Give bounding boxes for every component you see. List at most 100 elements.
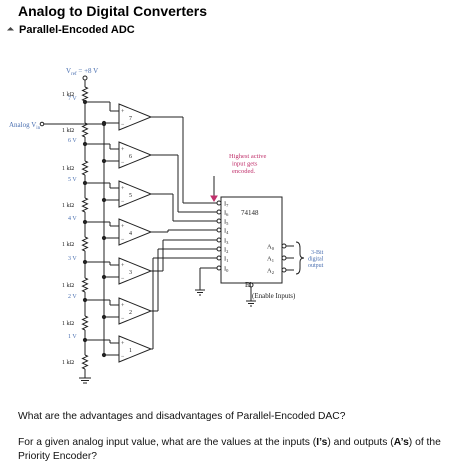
question-2-outputs: A’s <box>393 437 409 448</box>
comparator-plus: + <box>121 109 125 115</box>
chip-output-label: A2 <box>267 268 274 276</box>
comparator <box>118 180 153 208</box>
tap-voltage: 6 V <box>68 138 77 144</box>
input-pin-bubble <box>216 218 222 224</box>
tap-voltage: 1 V <box>68 334 77 340</box>
comparator-minus: − <box>121 276 125 282</box>
resistor-label: 1 kΩ <box>62 283 75 289</box>
resistor <box>81 160 89 176</box>
comparator <box>118 103 153 131</box>
tap-voltage: 5 V <box>68 177 77 183</box>
junction-dot <box>82 219 88 225</box>
junction-dot <box>82 180 88 186</box>
question-1: What are the advantages and disadvantage… <box>18 411 346 422</box>
comparator-number: 4 <box>129 231 132 237</box>
junction-dot <box>82 99 88 105</box>
resistor-label: 1 kΩ <box>62 128 75 134</box>
input-pin-bubble <box>216 246 222 252</box>
chip-input-label: I2 <box>224 247 228 255</box>
chip-input-label: I1 <box>224 256 228 264</box>
resistor <box>81 315 89 331</box>
input-pin-bubble <box>216 200 222 206</box>
section-heading[interactable]: Parallel-Encoded ADC <box>6 24 135 36</box>
comparator-number: 5 <box>129 193 132 199</box>
resistor-label: 1 kΩ <box>62 92 75 98</box>
chip-input-label: I3 <box>224 238 229 246</box>
comparator-minus: − <box>121 199 125 205</box>
junction-dot <box>101 197 107 203</box>
vref-label: Vref = +8 V <box>66 67 98 77</box>
input-pin-bubble <box>216 237 222 243</box>
chip-input-label: I5 <box>224 219 229 227</box>
output-brace <box>295 241 305 275</box>
comparator <box>118 218 153 246</box>
resistor <box>81 197 89 213</box>
resistor-label: 1 kΩ <box>62 321 75 327</box>
resistor <box>81 354 89 370</box>
question-2-part: For a given analog input value, what are… <box>18 437 317 448</box>
input-pin-bubble <box>216 209 222 215</box>
junction-dot <box>101 120 107 126</box>
comparator-plus: + <box>121 341 125 347</box>
resistor <box>81 236 89 252</box>
junction-dot <box>82 141 88 147</box>
junction-dot <box>82 259 88 265</box>
input-pin-bubble <box>216 227 222 233</box>
tap-voltage: 4 V <box>68 216 77 222</box>
annotation-arrowhead <box>210 195 218 202</box>
junction-dot <box>101 158 107 164</box>
chip-input-label: I4 <box>224 228 229 236</box>
comparator-number: 1 <box>129 348 132 354</box>
output-note: 3-Bit digital output <box>308 250 325 269</box>
highest-active-note: Highest active input gets encoded. <box>229 153 268 175</box>
enable-inputs-label: (Enable Inputs) <box>252 292 296 300</box>
chip-output-label: A0 <box>267 244 275 252</box>
junction-dot <box>101 314 107 320</box>
enable-pin-label: EI <box>245 281 252 289</box>
comparator <box>118 297 153 325</box>
input-pin-bubble <box>216 255 222 261</box>
chip-input-label: I0 <box>224 266 229 274</box>
comparator-minus: − <box>121 316 125 322</box>
junction-dot <box>101 352 107 358</box>
tap-voltage: 2 V <box>68 294 77 300</box>
junction-dot <box>82 337 88 343</box>
analog-input-terminal <box>39 121 45 127</box>
chip-input-label: I6 <box>224 210 229 218</box>
comparator-minus: − <box>121 354 125 360</box>
comparator-plus: + <box>121 303 125 309</box>
analog-input-label: Analog Vin <box>9 121 41 131</box>
question-2-part: ) of the Priority Encoder? <box>18 437 441 462</box>
tap-voltage: 3 V <box>68 256 77 262</box>
question-2-inputs: I’s <box>316 437 328 448</box>
chip-input-label: I7 <box>224 201 229 209</box>
comparator <box>118 257 153 285</box>
parallel-adc-schematic: Vref = +8 V Analog Vin Highest active in… <box>9 67 325 384</box>
output-pin-bubble <box>281 267 287 273</box>
comparator <box>118 141 153 169</box>
question-2: For a given analog input value, what are… <box>18 436 468 464</box>
comparator-number: 3 <box>129 270 132 276</box>
chip-output-label: A1 <box>267 256 274 264</box>
output-pin-bubble <box>281 243 287 249</box>
comparator-number: 6 <box>129 154 132 160</box>
comparator-minus: − <box>121 160 125 166</box>
tap-voltage: 7 V <box>68 96 77 102</box>
comparator-plus: + <box>121 263 125 269</box>
resistor-label: 1 kΩ <box>62 203 75 209</box>
input-pin-bubble <box>216 265 222 271</box>
page-title: Analog to Digital Converters <box>18 3 208 19</box>
vref-terminal <box>82 75 88 81</box>
question-2-part: ) and outputs ( <box>327 437 394 448</box>
resistor-label: 1 kΩ <box>62 360 75 366</box>
comparator-minus: − <box>121 122 125 128</box>
comparator-number: 2 <box>129 310 132 316</box>
chip-name: 74148 <box>241 209 259 217</box>
resistor <box>81 277 89 293</box>
section-title: Parallel-Encoded ADC <box>19 24 135 36</box>
resistor <box>81 122 89 138</box>
comparator-minus: − <box>121 237 125 243</box>
junction-dot <box>101 274 107 280</box>
output-pin-bubble <box>281 255 287 261</box>
resistor-label: 1 kΩ <box>62 242 75 248</box>
